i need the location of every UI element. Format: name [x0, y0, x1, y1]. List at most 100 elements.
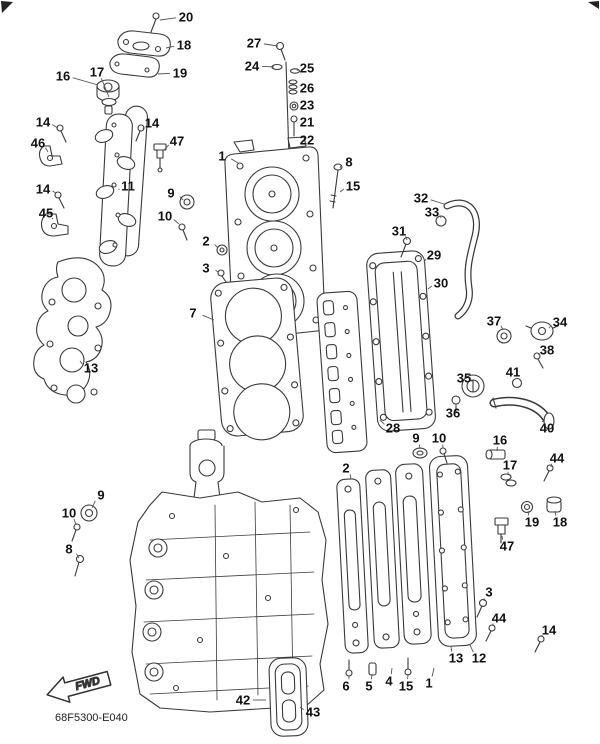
water-outlet-elbow: [489, 396, 555, 430]
leader-line: [439, 215, 442, 219]
leader-line: [548, 325, 552, 329]
leader-line: [142, 126, 145, 130]
leader-line: [157, 72, 171, 75]
leader-line: [79, 360, 83, 365]
crankcase-assembly: [129, 429, 329, 713]
callout-10: 10: [158, 209, 172, 224]
corner-marks: [1, 1, 599, 13]
exhaust-cover-gasket: [316, 290, 368, 454]
callout-13: 13: [449, 651, 463, 666]
callout-35: 35: [457, 371, 471, 386]
plate-small-parts: [345, 447, 545, 677]
callout-10: 10: [432, 431, 446, 446]
callout-37: 37: [487, 314, 501, 329]
leader-line: [405, 236, 408, 241]
leader-line: [261, 65, 275, 68]
leader-line: [159, 17, 177, 21]
side-plate-2: [365, 469, 400, 649]
leader-line: [173, 219, 180, 225]
callout-30: 30: [434, 276, 448, 291]
leader-line: [52, 124, 59, 129]
callout-14: 14: [145, 116, 160, 131]
callout-16: 16: [493, 433, 507, 448]
callout-9: 9: [167, 186, 174, 201]
callout-19: 19: [173, 66, 187, 81]
callout-27: 27: [247, 36, 261, 51]
callout-33: 33: [425, 205, 439, 220]
leader-line: [430, 199, 445, 205]
leader-line: [554, 510, 557, 516]
callout-21: 21: [300, 115, 314, 130]
callout-47: 47: [170, 134, 184, 149]
callout-6: 6: [342, 679, 349, 694]
callout-41: 41: [506, 365, 520, 380]
leader-line: [45, 147, 49, 153]
leader-line: [349, 474, 352, 480]
leader-line: [299, 706, 304, 710]
callout-14: 14: [36, 115, 51, 130]
leader-line: [73, 518, 77, 526]
callout-36: 36: [446, 406, 460, 421]
upper-water-hose: [400, 199, 480, 320]
exhaust-cover: [366, 250, 436, 432]
callout-22: 22: [300, 133, 314, 148]
side-plate-3: [395, 463, 432, 645]
left-brackets: [38, 124, 145, 237]
callout-42: 42: [236, 693, 250, 708]
callout-44: 44: [492, 611, 507, 626]
callout-14: 14: [36, 182, 51, 197]
callout-9: 9: [97, 488, 104, 503]
callout-15: 15: [346, 179, 360, 194]
leader-line: [165, 45, 175, 49]
callout-18: 18: [553, 515, 567, 530]
callout-38: 38: [540, 343, 554, 358]
leader-line: [214, 244, 219, 249]
callout-1: 1: [218, 149, 225, 164]
callout-3: 3: [485, 585, 492, 600]
leader-line: [423, 258, 427, 263]
callout-44: 44: [550, 451, 565, 466]
leader-line: [91, 500, 96, 509]
callout-26: 26: [300, 81, 314, 96]
leader-line: [230, 158, 239, 164]
callout-45: 45: [39, 206, 53, 221]
leader-line: [72, 77, 99, 86]
callout-2: 2: [202, 234, 209, 249]
callout-23: 23: [300, 98, 314, 113]
callout-25: 25: [300, 61, 314, 76]
callout-19: 19: [525, 515, 539, 530]
top-cover-assembly: [96, 12, 171, 115]
leader-line: [469, 644, 474, 653]
callout-8: 8: [345, 155, 352, 170]
spark-plug-upper: [153, 143, 167, 173]
diagram-code: 68F5300-E040: [55, 712, 128, 724]
lower-small-gasket: [268, 657, 309, 737]
callout-11: 11: [121, 179, 135, 194]
callout-4: 4: [385, 674, 393, 689]
leader-line: [390, 667, 393, 675]
callout-46: 46: [31, 136, 45, 151]
leader-line: [179, 196, 184, 201]
callout-16: 16: [56, 69, 70, 84]
crankcase-side-seals: [71, 504, 98, 577]
callout-1: 1: [425, 676, 432, 691]
callout-20: 20: [179, 10, 193, 25]
callout-43: 43: [306, 705, 320, 720]
callout-7: 7: [189, 306, 196, 321]
callout-13: 13: [84, 361, 98, 376]
callout-14: 14: [542, 623, 557, 638]
callout-12: 12: [472, 651, 486, 666]
leader-line: [500, 325, 504, 331]
head-gasket: [210, 277, 304, 441]
callout-10: 10: [62, 506, 76, 521]
side-plate-1: [336, 478, 369, 654]
callout-15: 15: [399, 679, 413, 694]
leader-line: [51, 217, 54, 220]
callout-29: 29: [427, 248, 441, 263]
block-bolt-long: [329, 163, 343, 209]
callout-32: 32: [414, 191, 428, 206]
callout-9: 9: [412, 431, 419, 446]
